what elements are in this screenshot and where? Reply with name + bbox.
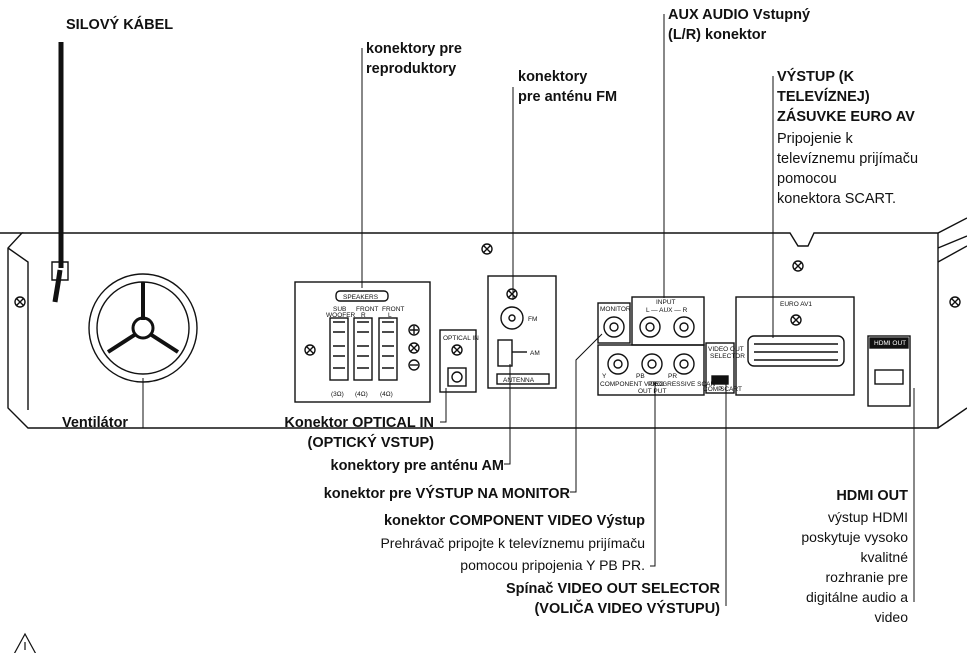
panel-front-r-1: FRONT [356,306,378,313]
label-video-selector-1: Spínač VIDEO OUT SELECTOR [505,581,720,597]
label-monitor-out: konektor pre VÝSTUP NA MONITOR [323,486,570,502]
label-speaker-connectors-2: reproduktory [366,61,457,77]
hdmi-port-icon [874,369,904,385]
label-fm-antenna-1: konektory [518,69,588,85]
hdmi-panel [867,335,911,407]
optical-in-panel [439,329,477,393]
fan-icon [88,273,198,383]
component-output-panel [597,344,705,396]
monitor-panel [597,302,631,344]
label-am-antenna: konektory pre anténu AM [330,458,505,474]
panel-sel-left: COMP. [703,386,724,393]
label-euro-av-desc-4: konektora SCART. [777,191,897,207]
label-hdmi-desc-4: rozhranie pre [825,569,909,585]
panel-sel-right: SCART [720,386,742,393]
label-component-desc-1: Prehrávač pripojte k televíznemu prijíma… [380,535,645,551]
panel-selector-1: VIDEO OUT [708,346,744,353]
label-optical-in-1: Konektor OPTICAL IN [284,415,434,431]
panel-ohm-l: (4Ω) [380,391,393,398]
chassis-top-edge [22,217,967,247]
fm-connector-icon [500,306,524,330]
euro-av-panel [735,296,855,396]
panel-front-l-2: L [388,312,392,319]
label-hdmi-desc-1: výstup HDMI [827,509,908,525]
panel-input: INPUT [656,299,676,306]
panel-ohm-r: (4Ω) [355,391,368,398]
screw-icon [790,314,802,326]
screw-icon [14,296,26,308]
panel-front-r-2: R [361,312,366,319]
screw-icon [304,344,316,356]
panel-output: OUT PUT [638,388,666,395]
label-fm-antenna-2: pre anténu FM [518,89,618,105]
antenna-panel [487,275,557,389]
label-speaker-connectors-1: konektory pre [366,41,462,57]
label-fan: Ventilátor [62,415,129,431]
panel-fm: FM [528,316,537,323]
panel-pr: PR [668,373,677,380]
panel-y: Y [602,373,607,380]
label-euro-av-desc-2: televíznemu prijímaču [777,151,919,167]
monitor-jack-icon [603,316,625,338]
label-euro-av-desc-3: pomocou [777,171,837,187]
speaker-terminals [329,317,398,381]
warning-icon [13,632,37,653]
panel-pb: PB [636,373,645,380]
screw-icon [949,296,961,308]
panel-selector-2: SELECTOR [710,353,745,360]
label-hdmi-title: HDMI OUT [836,488,908,504]
screw-icon [792,260,804,272]
panel-speakers: SPEAKERS [343,294,379,301]
label-hdmi-desc-5: digitálne audio a [806,589,908,605]
label-hdmi-desc-2: poskytuje vysoko [801,529,908,545]
label-euro-av-2: TELEVÍZNEJ) [777,89,870,105]
label-euro-av-desc-1: Pripojenie k [777,131,853,147]
label-power-cable: SILOVÝ KÁBEL [66,17,174,33]
panel-ohm-sub: (3Ω) [331,391,344,398]
screw-icon [451,344,463,356]
label-component-desc-2: pomocou pripojenia Y PB PR. [460,557,645,573]
label-aux-audio-2: (L/R) konektor [668,27,767,43]
label-euro-av-1: VÝSTUP (K [777,69,855,85]
panel-component-video: COMPONENT VIDEO [600,381,664,388]
scart-connector-icon [747,335,845,367]
power-cable [52,42,64,303]
panel-sub-2: WOOFER [326,312,356,319]
panel-euro-av: EURO AV1 [780,301,812,308]
label-aux-audio-1: AUX AUDIO Vstupný [668,7,811,23]
video-out-selector-panel [705,342,735,394]
label-hdmi-desc-6: video [874,609,908,625]
label-video-selector-2: (VOLIČA VIDEO VÝSTUPU) [534,601,720,617]
label-component-title: konektor COMPONENT VIDEO Výstup [383,513,645,529]
panel-aux: L — AUX — R [646,307,688,314]
panel-front-l-1: FRONT [382,306,404,313]
screw-icon [481,243,493,255]
panel-sub-1: SUB [333,306,346,313]
panel-progressive-scan: PROGRESSIVE SCAN [648,381,715,388]
panel-am: AM [530,350,540,357]
panel-hdmi-out: HDMI OUT [874,340,906,347]
selector-switch [711,375,729,385]
screw-icon [506,288,518,300]
label-euro-av-3: ZÁSUVKE EURO AV [777,109,915,125]
panel-antenna: ANTENNA [503,377,535,384]
am-connector-icon [497,339,513,367]
chassis-outline [0,232,967,429]
panel-optical-in: OPTICAL IN [443,335,479,342]
panel-monitor: MONITOR [600,306,631,313]
screw-icon [408,342,420,354]
label-optical-in-2: (OPTICKÝ VSTUP) [307,435,434,451]
label-hdmi-desc-3: kvalitné [860,549,908,565]
callout-lines [142,14,915,606]
